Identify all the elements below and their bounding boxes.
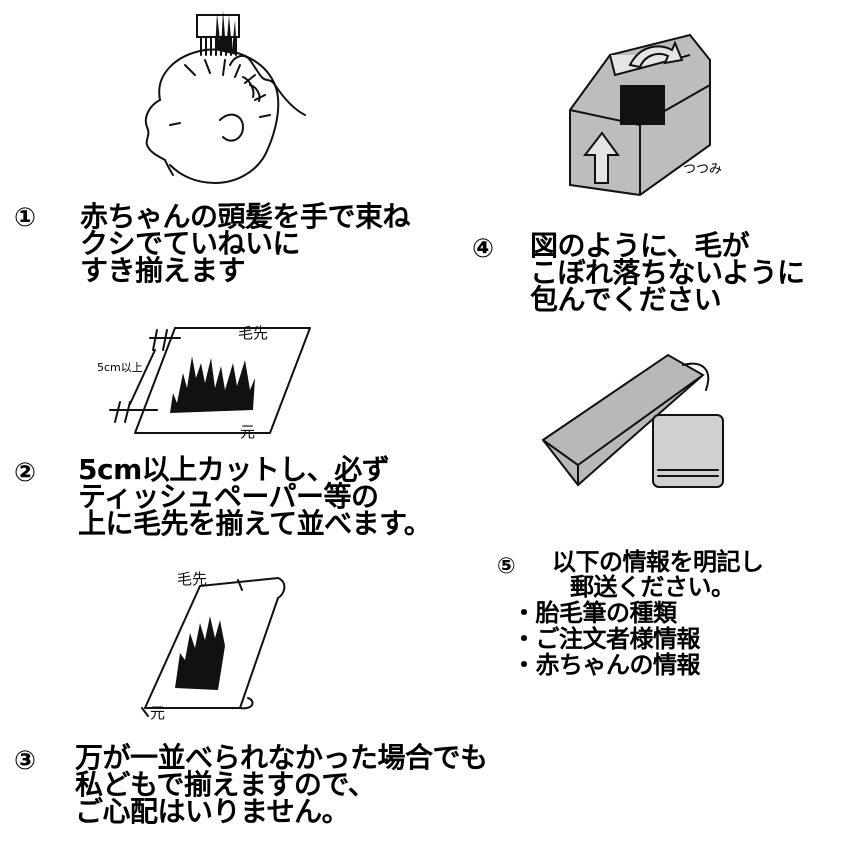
step-5-line: 以下の情報を明記し (552, 548, 764, 576)
label-root: 元 (240, 423, 256, 441)
step-5-list: ・胎毛筆の種類 ・ご注文者様情報 ・赤ちゃんの情報 (512, 599, 701, 679)
step-5-list-item: ・赤ちゃんの情報 (512, 651, 701, 679)
label-tip: 毛先 (238, 324, 269, 342)
step-1-line: 赤ちゃんの頭髪を手で束ね (80, 200, 411, 233)
step-4-number: ④ (472, 234, 495, 264)
step-3-number: ③ (14, 746, 37, 776)
step-5-list-item: ・ご注文者様情報 (512, 625, 701, 653)
step-3-line: 私どもで揃えますので、 (75, 768, 376, 801)
label-tip-2: 毛先 (177, 570, 208, 588)
step-3-text: 万が一並べられなかった場合でも 私どもで揃えますので、 ご心配はいりません。 (75, 741, 488, 828)
step-5-list-item: ・胎毛筆の種類 (512, 599, 677, 627)
label-root-2: 元 (150, 704, 166, 722)
step-4-line: 図のように、毛が (530, 229, 750, 262)
step-3-line: 万が一並べられなかった場合でも (75, 741, 488, 774)
step-2-line: ティッシュペーパー等の (78, 480, 379, 513)
label-length: 5cm以上 (97, 361, 143, 374)
step-3-line: ご心配はいりません。 (75, 795, 350, 828)
step-5-heading: 以下の情報を明記し 郵送ください。 (552, 550, 764, 600)
hair-on-tissue-illustration (109, 327, 311, 434)
step-2-number: ② (14, 458, 37, 488)
step-5-number: ⑤ (497, 554, 516, 579)
step-4-text: 図のように、毛が こぼれ落ちないように 包んでください (530, 229, 805, 316)
baby-haircut-illustration (144, 10, 306, 184)
step-2-line: 5cm以上カットし、必ず (78, 453, 390, 486)
step-4-line: こぼれ落ちないように (530, 256, 805, 289)
step-1-text: 赤ちゃんの頭髪を手で束ね クシでていねいに すき揃えます (80, 200, 411, 287)
label-fold: つつみ (683, 162, 723, 177)
step-1-line: クシでていねいに (80, 227, 301, 260)
folded-packet-illustration (569, 33, 711, 197)
step-1-number: ① (14, 203, 37, 233)
step-2-text: 5cm以上カットし、必ず ティッシュペーパー等の 上に毛先を揃えて並べます。 (78, 453, 432, 540)
step-2-line: 上に毛先を揃えて並べます。 (78, 507, 432, 540)
hair-on-curled-paper-illustration (141, 577, 286, 717)
step-4-line: 包んでください (530, 283, 722, 316)
step-5-line: 郵送ください。 (570, 573, 735, 601)
envelope-illustration (541, 353, 724, 488)
step-1-line: すき揃えます (80, 254, 246, 287)
